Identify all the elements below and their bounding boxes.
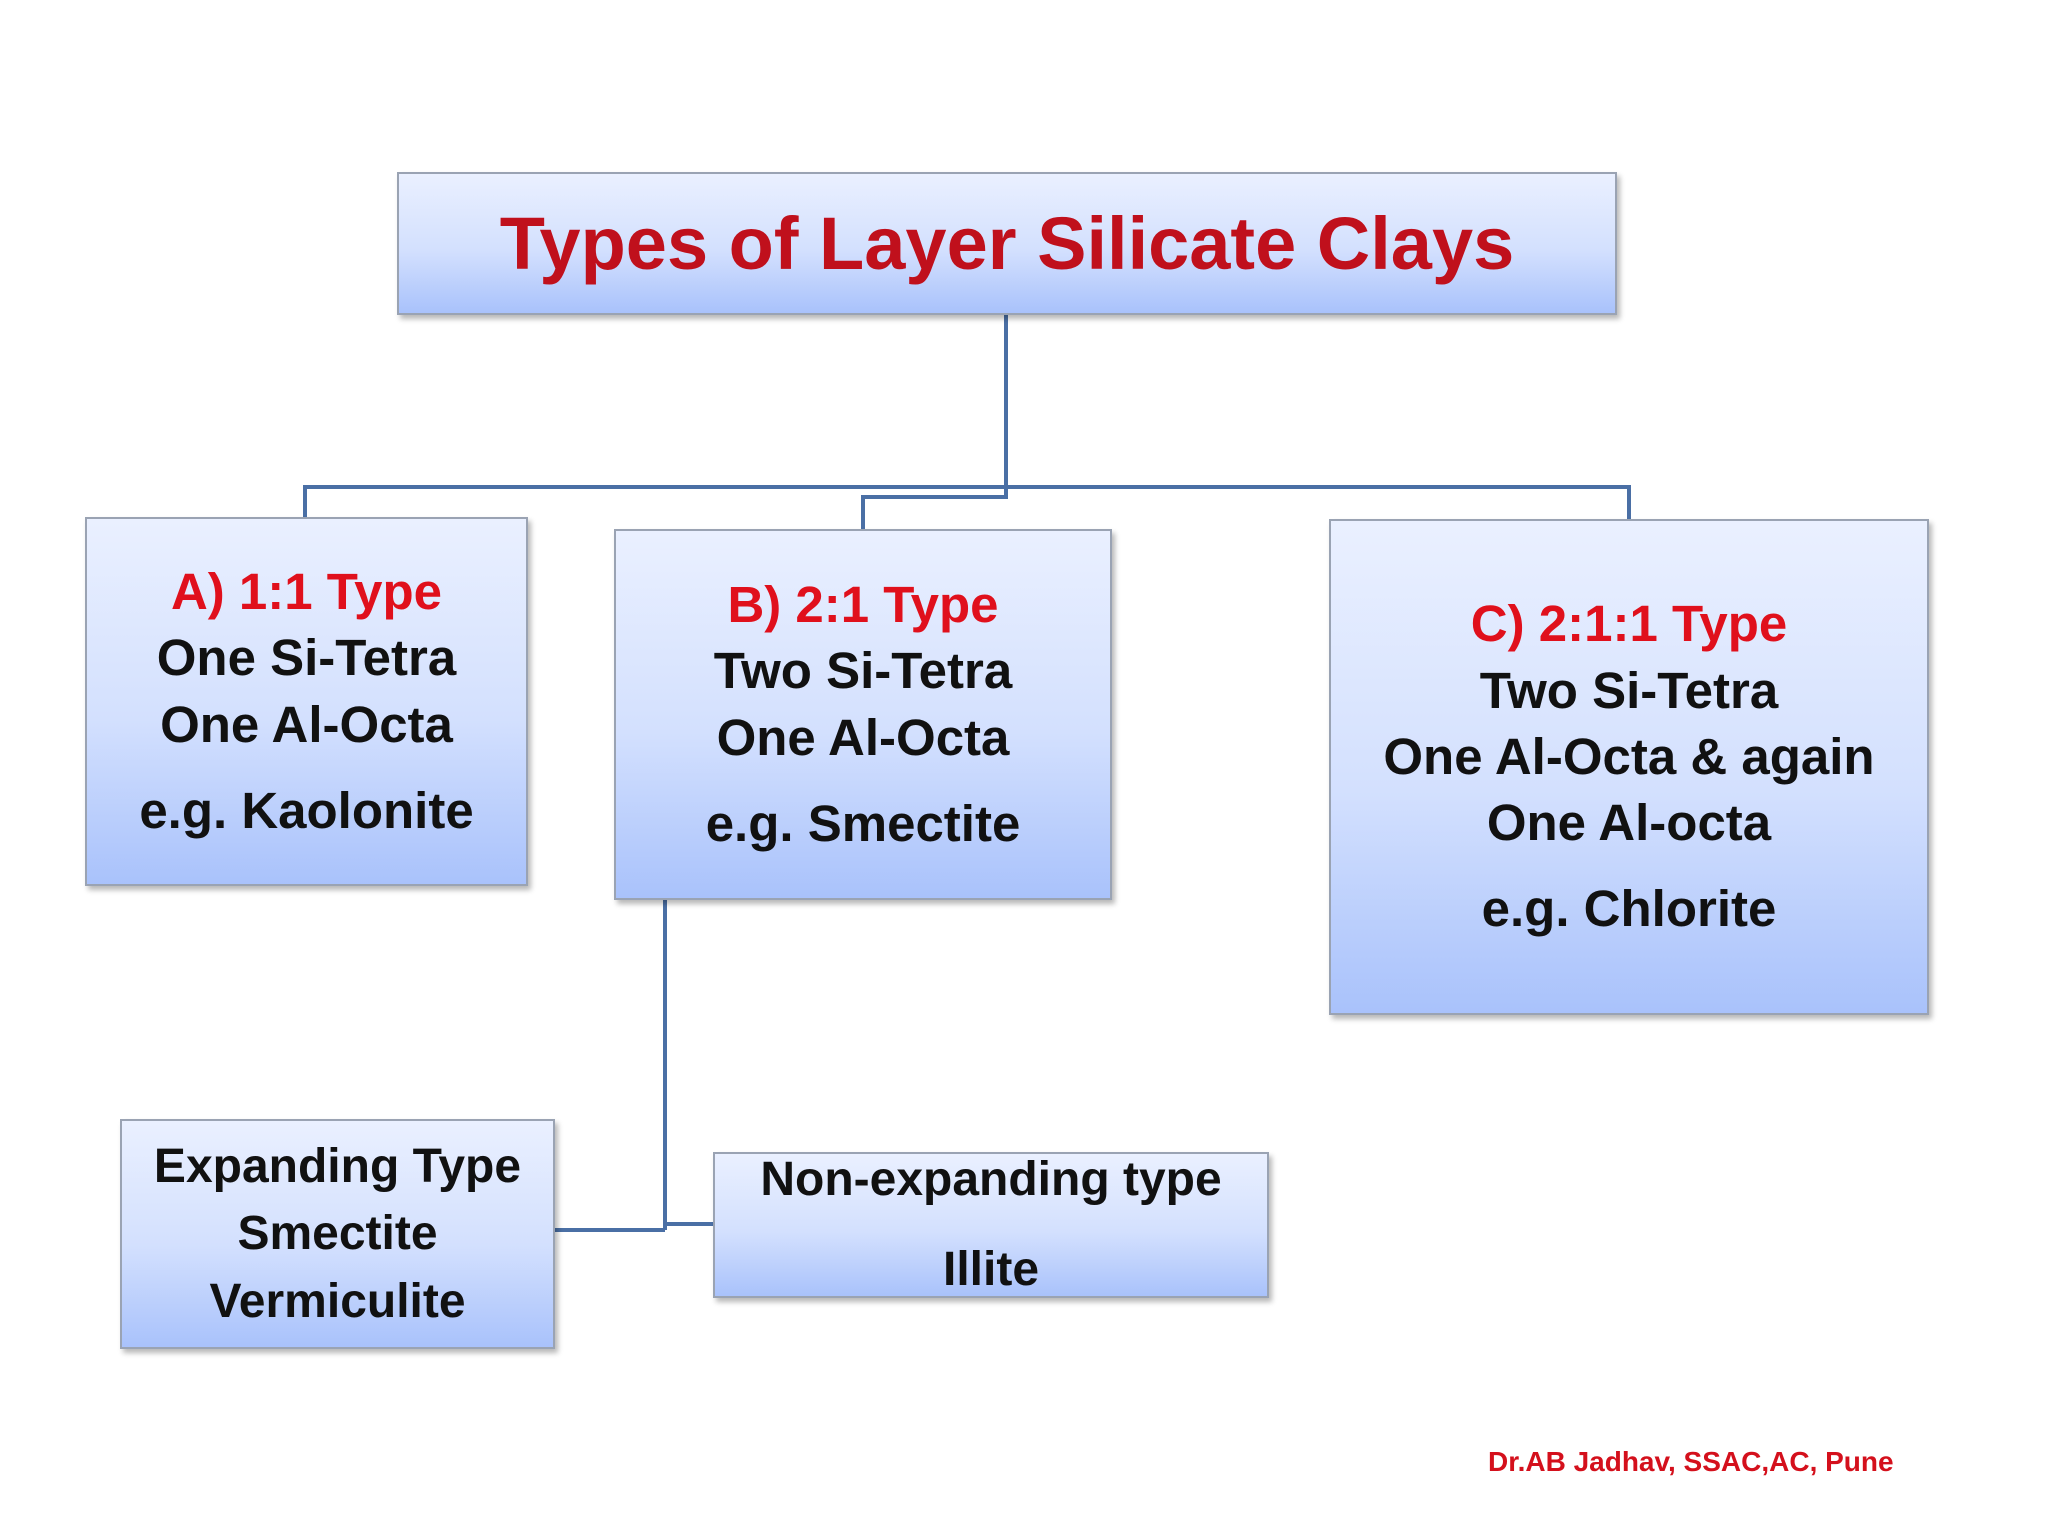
title-box: Types of Layer Silicate Clays: [397, 172, 1617, 315]
connector-to-b: [861, 487, 1008, 529]
type-a-box: A) 1:1 Type One Si-Tetra One Al-Octa e.g…: [85, 517, 528, 886]
type-c-box: C) 2:1:1 Type Two Si-Tetra One Al-Octa &…: [1329, 519, 1929, 1015]
type-a-heading: A) 1:1 Type: [170, 562, 443, 620]
non-expanding-type-box: Non-expanding type Illite: [713, 1152, 1269, 1298]
type-b-box: B) 2:1 Type Two Si-Tetra One Al-Octa e.g…: [614, 529, 1112, 900]
type-b-example: e.g. Smectite: [705, 794, 1021, 852]
type-b-line1: Two Si-Tetra: [713, 642, 1013, 700]
expanding-item-vermiculite: Vermiculite: [209, 1274, 466, 1328]
author-credit: Dr.AB Jadhav, SSAC,AC, Pune: [1488, 1446, 1894, 1477]
expanding-item-smectite: Smectite: [237, 1207, 438, 1261]
type-a-line1: One Si-Tetra: [156, 629, 457, 687]
type-c-line2: One Al-Octa & again: [1383, 727, 1875, 785]
non-expanding-heading: Non-expanding type: [760, 1152, 1222, 1206]
type-c-line3: One Al-octa: [1486, 794, 1772, 852]
non-expanding-item-illite: Illite: [942, 1243, 1040, 1296]
expanding-type-box: Expanding Type Smectite Vermiculite: [120, 1119, 555, 1349]
type-c-example: e.g. Chlorite: [1481, 880, 1777, 938]
connector-bus: [303, 485, 1631, 519]
type-c-heading: C) 2:1:1 Type: [1470, 595, 1788, 653]
diagram-title: Types of Layer Silicate Clays: [499, 201, 1515, 285]
type-a-example: e.g. Kaolonite: [139, 781, 474, 839]
type-b-line2: One Al-Octa: [716, 708, 1010, 766]
type-c-line1: Two Si-Tetra: [1479, 661, 1779, 719]
type-a-line2: One Al-Octa: [160, 695, 453, 753]
expanding-heading: Expanding Type: [153, 1140, 522, 1194]
type-b-heading: B) 2:1 Type: [727, 575, 999, 633]
